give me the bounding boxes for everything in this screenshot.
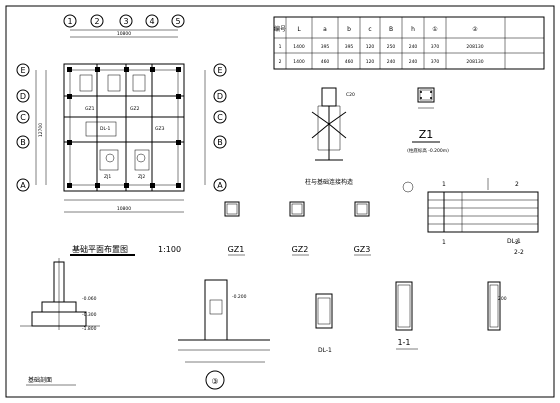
axis-3: 3: [123, 17, 128, 26]
axis-1: 1: [67, 17, 72, 26]
svg-text:b: b: [347, 26, 351, 33]
svg-text:1: 1: [442, 239, 446, 246]
column-schedule-table: 编号 L a b c B h ① ② 1 1400 395 395 120 25…: [273, 16, 545, 70]
svg-text:-0.200: -0.200: [232, 294, 247, 300]
svg-text:120: 120: [366, 44, 375, 50]
section-1-1: 1-1: [395, 281, 418, 350]
table-row: 2 1400 460 460 120 240 240 370 208130: [279, 59, 484, 65]
gz-sections: GZ1 GZ2 GZ3: [224, 201, 371, 256]
plan-axis-right: E D C B A: [213, 63, 227, 192]
svg-text:1400: 1400: [293, 59, 305, 65]
svg-text:208130: 208130: [466, 59, 483, 65]
svg-text:370: 370: [431, 44, 440, 50]
plan-scale: 1:100: [158, 245, 181, 254]
gz3-label: GZ3: [354, 245, 371, 254]
detail-3-label: ③: [211, 377, 218, 386]
foundation-plan: 1 2 3 4 5 10800 E D C B A 12700: [16, 14, 227, 256]
svg-text:240: 240: [409, 59, 418, 65]
found-section-title: 基础剖面: [28, 376, 52, 384]
gz1-label: GZ1: [228, 245, 245, 254]
svg-text:h: h: [411, 26, 415, 33]
detail-3: -0.200 ③: [178, 279, 270, 390]
svg-text:D: D: [217, 92, 223, 101]
svg-text:B: B: [389, 26, 393, 33]
z1-section: Z1 (柱底标高 -0.200m): [407, 87, 449, 154]
dim-bottom-total: 10800: [117, 206, 131, 212]
svg-text:370: 370: [431, 59, 440, 65]
svg-text:②: ②: [472, 26, 478, 33]
plan-walls: [63, 63, 185, 192]
dl1-beam-detail: 1 2 1 2 DL-1 2-2: [402, 178, 539, 256]
svg-text:D: D: [20, 92, 26, 101]
svg-text:c: c: [368, 26, 371, 33]
elev-2: -0.300: [82, 312, 97, 318]
plan-label-dl1: DL-1: [100, 126, 111, 132]
svg-text:460: 460: [345, 59, 354, 65]
foundation-section: -0.060 -0.300 -1.800 基础剖面: [20, 258, 100, 386]
connection-title: 柱与基础连接构造: [305, 178, 353, 186]
plan-label-zj2: ZJ2: [138, 174, 145, 180]
svg-text:B: B: [20, 138, 26, 147]
axis-4: 4: [149, 17, 154, 26]
plan-label-gz3: GZ3: [155, 126, 165, 132]
svg-text:460: 460: [321, 59, 330, 65]
plan-title: 基础平面布置图: [72, 244, 128, 254]
dl1-section: DL-1: [315, 293, 333, 354]
svg-text:395: 395: [345, 44, 354, 50]
axis-2: 2: [94, 17, 99, 26]
svg-text:250: 250: [387, 44, 396, 50]
svg-text:编号: 编号: [274, 25, 286, 33]
section-2-2: 200: [487, 281, 507, 331]
plan-axis-left: E D C B A: [16, 63, 30, 192]
svg-text:2: 2: [515, 181, 519, 188]
svg-text:395: 395: [321, 44, 330, 50]
elev-3: -1.800: [82, 326, 97, 332]
svg-text:200: 200: [498, 296, 507, 302]
z1-label: Z1: [419, 128, 434, 141]
svg-text:2: 2: [515, 239, 519, 246]
gz2-label: GZ2: [292, 245, 309, 254]
plan-label-gz2: GZ2: [130, 106, 140, 112]
svg-text:E: E: [20, 66, 25, 75]
plan-label-gz1: GZ1: [85, 106, 95, 112]
svg-text:E: E: [217, 66, 222, 75]
svg-text:120: 120: [366, 59, 375, 65]
svg-text:1400: 1400: [293, 44, 305, 50]
dl1-label: DL-1: [507, 238, 521, 245]
svg-text:DL-1: DL-1: [318, 347, 332, 354]
elev-1: -0.060: [82, 296, 97, 302]
svg-text:208130: 208130: [466, 44, 483, 50]
svg-text:C: C: [217, 113, 223, 122]
svg-text:1: 1: [279, 44, 282, 50]
svg-text:C: C: [20, 113, 26, 122]
plan-axis-top: 1 2 3 4 5: [63, 14, 185, 28]
svg-text:240: 240: [387, 59, 396, 65]
svg-text:①: ①: [432, 26, 437, 33]
z1-note: (柱底标高 -0.200m): [407, 147, 449, 154]
svg-text:L: L: [297, 26, 301, 33]
plan-label-zj1: ZJ1: [104, 174, 111, 180]
section-1-1-title: 1-1: [397, 338, 410, 347]
svg-text:240: 240: [409, 44, 418, 50]
svg-text:B: B: [217, 138, 223, 147]
table-row: 1 1400 395 395 120 250 240 370 208130: [279, 44, 484, 50]
axis-5: 5: [175, 17, 180, 26]
svg-text:1: 1: [442, 181, 446, 188]
sheet-border: [5, 5, 555, 398]
svg-text:A: A: [20, 181, 26, 190]
svg-text:a: a: [323, 26, 327, 33]
dim-left-total: 12700: [38, 123, 44, 137]
column-connection-detail: C20 柱与基础连接构造: [305, 87, 355, 186]
section-2-2-title: 2-2: [514, 249, 524, 256]
svg-text:2: 2: [279, 59, 282, 65]
svg-text:A: A: [217, 181, 223, 190]
svg-text:C20: C20: [346, 92, 355, 98]
dim-top-total: 10800: [117, 31, 131, 37]
plan-columns: [67, 67, 181, 188]
